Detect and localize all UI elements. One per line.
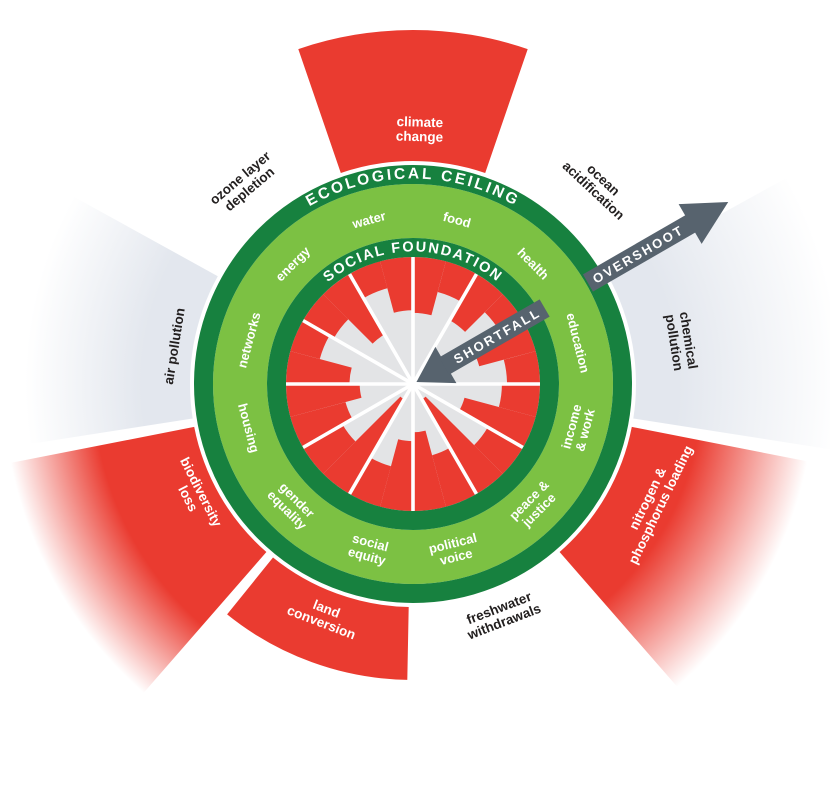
eco-wedge-nitrogen-phosphorus-loading xyxy=(559,426,808,687)
shortfall-bar-education-2 xyxy=(503,351,541,384)
overshoot-arrow-bar xyxy=(582,214,697,292)
eco-label-ozone-layer-depletion: ozone layerdepletion xyxy=(207,148,283,219)
sector-divider xyxy=(412,382,524,450)
social-label-food: food xyxy=(441,209,472,231)
eco-label-climate-change: climatechange xyxy=(396,114,445,145)
shortfall-bar-peace-justice-1 xyxy=(474,427,523,474)
social-foundation-ring xyxy=(267,238,559,530)
shortfall-bar-social-equity-2 xyxy=(349,457,391,507)
sector-divider xyxy=(411,273,479,385)
shortfall-bar-income-work-2 xyxy=(459,397,536,448)
shortfall-bar-food-1 xyxy=(413,256,446,316)
shortfall-bar-water-2 xyxy=(380,256,413,313)
ecological-ceiling-ring xyxy=(194,165,632,603)
shortfall-bar-energy-1 xyxy=(303,294,349,339)
eco-wedge-climate-change xyxy=(298,30,528,173)
shortfall-arrow-bar xyxy=(439,299,550,375)
shortfall-bar-income-work-1 xyxy=(498,384,541,417)
shortfall-bar-peace-justice-2 xyxy=(421,396,503,494)
shortfall-bar-gender-equality-1 xyxy=(323,396,405,494)
eco-wedge-chemical-pollution xyxy=(608,177,830,450)
shortfall-bar-food-2 xyxy=(437,261,477,302)
shortfall-arrow-head xyxy=(416,346,457,384)
shortfall-bar-gender-equality-2 xyxy=(303,424,356,474)
shortfall-bar-health-1 xyxy=(449,274,503,332)
shortfall-bar-political-voice-1 xyxy=(432,447,477,507)
eco-label-freshwater-withdrawals: freshwaterwithdrawals xyxy=(459,587,543,643)
eco-label-ocean-acidification: oceanacidification xyxy=(560,148,638,223)
shortfall-bar-political-voice-2 xyxy=(413,430,446,512)
overshoot-arrow-head xyxy=(678,202,729,244)
sector-divider xyxy=(302,318,414,386)
shortfall-bar-social-equity-1 xyxy=(380,439,413,512)
sector-divider xyxy=(347,383,415,495)
shortfall-bar-networks-1 xyxy=(285,351,352,384)
eco-wedge-land-conversion xyxy=(227,557,409,680)
eco-wedge-biodiversity-loss xyxy=(10,426,267,693)
shortfall-bar-housing-1 xyxy=(290,402,353,448)
sector-divider xyxy=(347,273,415,385)
social-band xyxy=(213,184,613,584)
shortfall-bar-housing-2 xyxy=(285,384,362,417)
shortfall-bar-energy-2 xyxy=(323,274,385,344)
sector-divider xyxy=(302,382,414,450)
eco-wedge-air-pollution xyxy=(25,196,218,444)
sector-divider xyxy=(411,383,479,495)
